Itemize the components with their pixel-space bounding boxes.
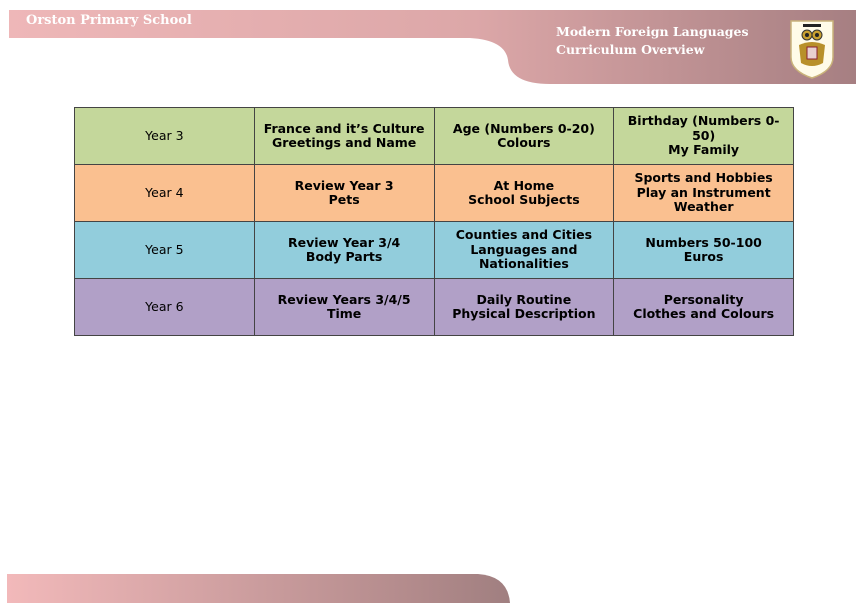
topic-line: Colours [497,135,551,150]
title-line-1: Modern Foreign Languages [556,24,749,39]
topic-line: Clothes and Colours [633,306,775,321]
header-banner [9,10,856,84]
topic-line: France and it’s Culture [263,120,425,136]
topic-line: Pets [328,192,360,207]
owl-crest-icon [790,20,834,79]
footer-banner [7,574,510,603]
topic-line: Euros [683,249,724,264]
topic-cell: Birthday (Numbers 0-50)My Family [613,107,794,165]
school-name: Orston Primary School [26,13,192,28]
title-line-2: Curriculum Overview [556,42,705,57]
topic-line: Personality [663,291,744,307]
topic-line: Time [326,306,362,321]
topic-line: Sports and Hobbies [634,170,773,186]
topic-line: My Family [668,142,740,158]
document-title: Modern Foreign Languages Curriculum Over… [556,23,749,59]
topic-line: Daily Routine [476,291,572,307]
topic-line: Review Years 3/4/5 [277,291,411,307]
topic-line: Numbers 50-100 [645,234,762,250]
topic-line: Body Parts [305,249,383,264]
topic-line: At Home [493,177,555,193]
topic-line: Birthday (Numbers 0-50) [627,113,780,143]
year-cell: Year 4 [74,164,255,222]
year-cell: Year 6 [74,278,255,336]
topic-line: Physical Description [452,306,596,321]
topic-line: School Subjects [468,192,580,207]
year-cell: Year 3 [74,107,255,165]
topic-cell: Age (Numbers 0-20)Colours [433,107,615,165]
topic-line: Weather [673,199,734,215]
topic-line: Play an Instrument [636,184,771,200]
topic-line: Review Year 3/4 [288,234,401,250]
topic-line: Languages and Nationalities [470,241,578,272]
topic-line: Greetings and Name [271,135,417,150]
topic-line: Age (Numbers 0-20) [452,120,595,136]
topic-line: Review Year 3 [294,177,394,193]
topic-line: Counties and Cities [455,227,593,243]
year-cell: Year 5 [74,221,255,279]
